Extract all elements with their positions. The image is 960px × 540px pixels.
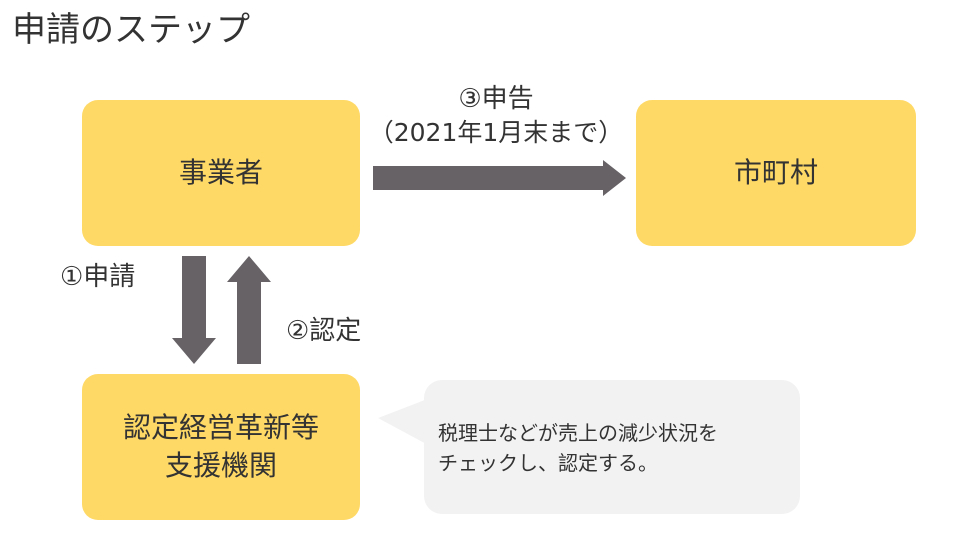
declare-arrow — [373, 160, 626, 196]
support-agency-label-line2: 支援機関 — [164, 449, 277, 482]
support-agency-node-label: 認定経営革新等 支援機関 — [123, 409, 319, 485]
support-agency-node: 認定経営革新等 支援機関 — [82, 374, 360, 520]
declare-label: ③申告 — [458, 84, 534, 114]
note-text-line2: チェックし、認定する。 — [438, 451, 658, 475]
support-agency-label-line1: 認定経営革新等 — [122, 411, 319, 444]
note-text-line1: 税理士などが売上の減少状況を — [438, 421, 718, 445]
note-bubble — [424, 380, 800, 514]
note-text: 税理士などが売上の減少状況を チェックし、認定する。 — [438, 418, 788, 478]
declare-deadline-label: （2021年1月末まで） — [368, 118, 624, 147]
municipality-node-label: 市町村 — [733, 156, 818, 189]
certify-arrow — [227, 256, 271, 364]
apply-arrow — [172, 256, 216, 364]
business-node-label: 事業者 — [178, 156, 263, 189]
certify-label: ②認定 — [286, 316, 362, 346]
business-node: 事業者 — [82, 100, 360, 246]
note-bubble-pointer — [378, 398, 430, 446]
slide-title: 申請のステップ — [12, 10, 250, 50]
municipality-node: 市町村 — [636, 100, 916, 246]
apply-label: ①申請 — [60, 262, 136, 292]
